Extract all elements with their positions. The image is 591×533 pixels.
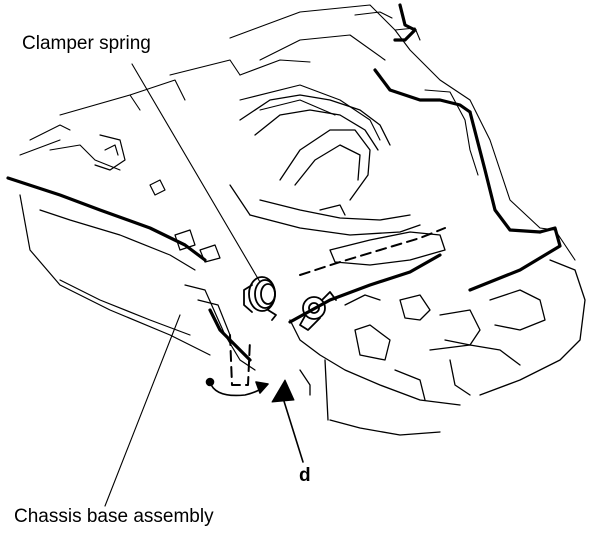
turntable-assembly <box>229 94 446 266</box>
d-label: d <box>299 465 311 486</box>
pointer-arrow-d <box>271 379 304 463</box>
chassis-thick-edges <box>6 3 562 362</box>
hidden-lines <box>229 227 446 386</box>
clamper-spring-coil <box>243 276 277 321</box>
clamper-spring-label: Clamper spring <box>22 33 151 54</box>
leader-lines <box>104 63 261 507</box>
pulley-roller <box>299 291 337 331</box>
rotation-arrow <box>205 377 269 397</box>
chassis-base-assembly-label: Chassis base assembly <box>14 506 214 527</box>
right-lower-mechanism <box>289 259 586 436</box>
chassis-base-outline <box>19 134 256 371</box>
